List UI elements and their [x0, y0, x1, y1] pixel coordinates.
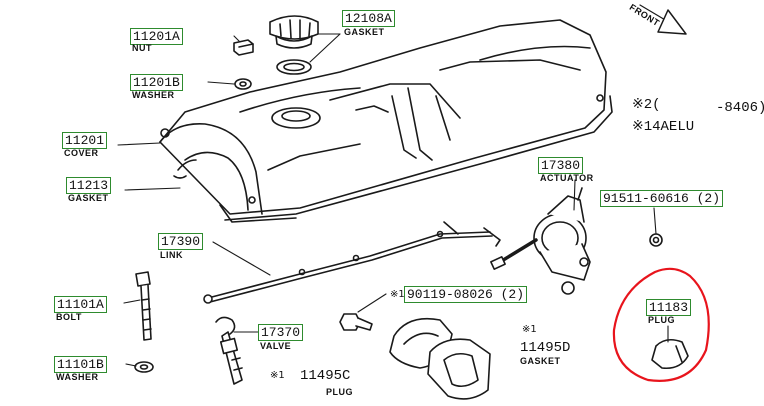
plug-lower-marker: ※1 [270, 370, 285, 381]
actuator-part [490, 187, 591, 295]
part-name-cap-gasket: GASKET [344, 27, 385, 37]
part-name-nut: NUT [132, 43, 152, 53]
part-number-nut[interactable]: 11201A [130, 28, 183, 45]
part-number-plug-highlighted[interactable]: 11183 [646, 299, 692, 316]
plug-highlighted-part [651, 338, 689, 370]
screw-part [339, 313, 373, 331]
part-name-plug-lower: PLUG [326, 387, 354, 397]
part-name-valve: VALVE [260, 341, 292, 351]
note-line1-text: -8406) [716, 100, 764, 116]
part-number-washer-top[interactable]: 11201B [130, 74, 183, 91]
leader-lines [117, 33, 669, 367]
clip-part [649, 233, 663, 247]
washer-top-part [234, 78, 252, 90]
part-name-gasket-lower: GASKET [520, 356, 561, 366]
part-name-link: LINK [160, 250, 183, 260]
part-number-cover[interactable]: 11201 [62, 132, 108, 149]
part-number-head-gasket[interactable]: 11213 [66, 177, 112, 194]
cylinder-head-cover [159, 19, 613, 223]
part-name-washer-bottom: WASHER [56, 372, 99, 382]
highlight-circle [612, 267, 710, 382]
part-number-actuator[interactable]: 17380 [538, 157, 584, 174]
part-number-link[interactable]: 17390 [158, 233, 204, 250]
front-arrow-icon [639, 4, 687, 35]
part-number-screw[interactable]: 90119-08026 (2) [404, 286, 528, 303]
part-name-head-gasket: GASKET [68, 193, 109, 203]
part-name-cover: COVER [64, 148, 99, 158]
part-number-gasket-lower[interactable]: 11495D [520, 340, 571, 356]
gasket-lower-part [427, 338, 491, 400]
part-name-plug-highlighted: PLUG [648, 315, 676, 325]
note-line2: ※14AELU [632, 119, 695, 135]
part-number-washer-bottom[interactable]: 11101B [54, 356, 107, 373]
valve-part [215, 316, 243, 385]
oil-filler-cap [269, 15, 319, 49]
part-number-cap-gasket[interactable]: 12108A [342, 10, 395, 27]
part-name-actuator: ACTUATOR [540, 173, 594, 183]
part-number-valve[interactable]: 17370 [258, 324, 304, 341]
nut-part [233, 39, 254, 56]
bolt-part [135, 271, 152, 341]
part-number-plug-lower[interactable]: 11495C [300, 368, 351, 384]
gasket-lower-marker: ※1 [522, 324, 537, 335]
link-rod [203, 221, 501, 304]
washer-bottom-part [134, 361, 154, 373]
part-name-bolt: BOLT [56, 312, 82, 322]
part-number-bolt[interactable]: 11101A [54, 296, 107, 313]
note-line1-marker: ※2( [632, 97, 661, 113]
cap-gasket-ring [276, 59, 312, 75]
part-number-clip[interactable]: 91511-60616 (2) [600, 190, 724, 207]
part-name-washer-top: WASHER [132, 90, 175, 100]
screw-marker: ※1 [390, 289, 405, 300]
